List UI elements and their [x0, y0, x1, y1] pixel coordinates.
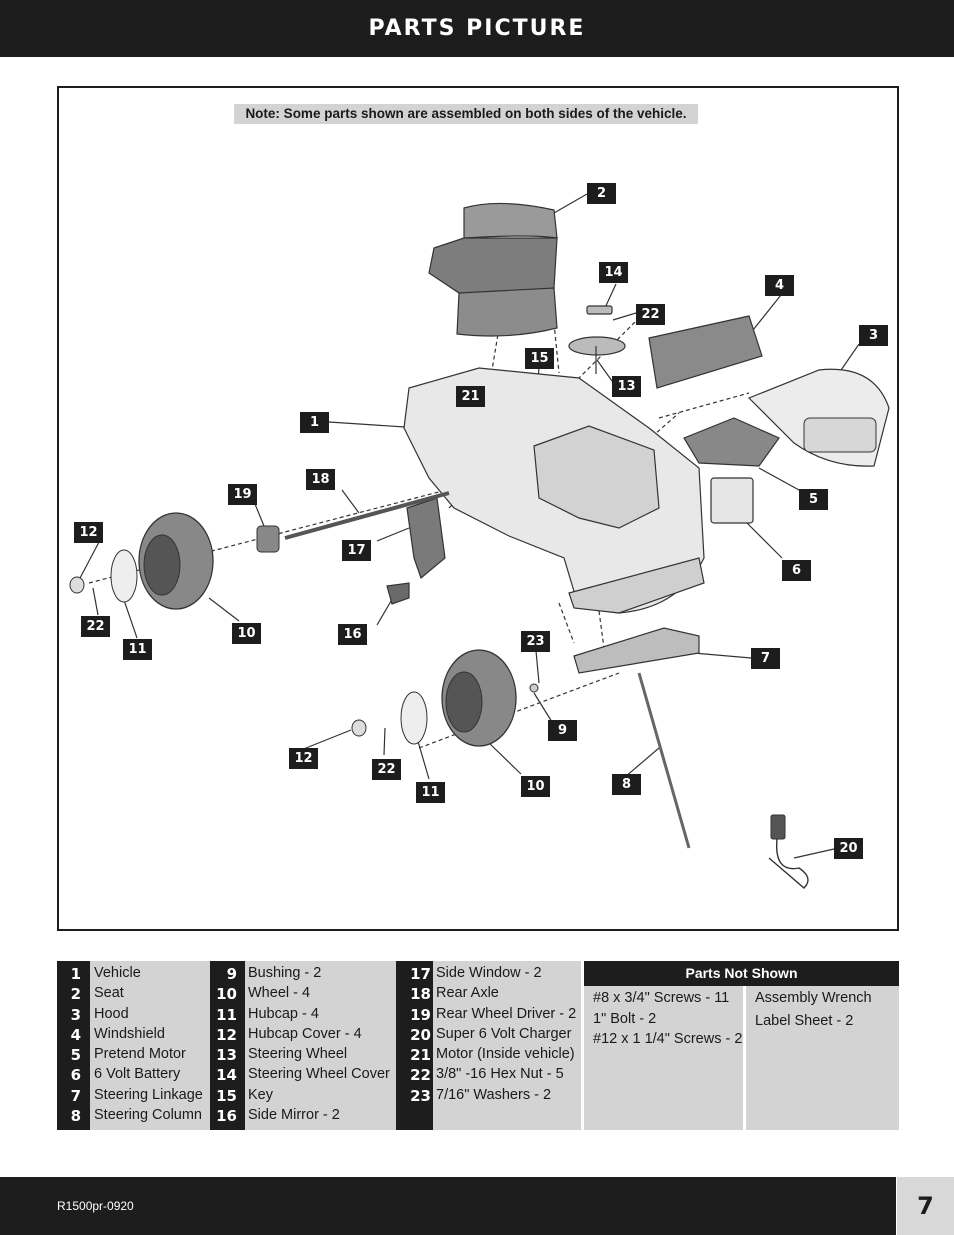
part-name: Steering Wheel Cover [248, 1066, 390, 1082]
parts-not-shown-left [584, 986, 743, 1130]
callout-20: 20 [834, 838, 863, 859]
callout-10: 10 [521, 776, 550, 797]
parts-col3-names [433, 961, 581, 1130]
callout-8: 8 [612, 774, 641, 795]
document-code: R1500pr-0920 [57, 1199, 134, 1213]
part-number: 16 [216, 1107, 237, 1125]
part-name: Steering Wheel [248, 1046, 348, 1062]
part-number: 19 [410, 1006, 431, 1024]
part-number: 6 [70, 1066, 81, 1084]
parts-not-shown-item: 1" Bolt - 2 [593, 1011, 657, 1027]
parts-not-shown-item: #12 x 1 1/4" Screws - 2 [593, 1031, 743, 1047]
part-number: 11 [216, 1006, 237, 1024]
part-name: Hubcap - 4 [248, 1006, 319, 1022]
callout-12: 12 [74, 522, 103, 543]
part-name: Vehicle [94, 965, 141, 981]
callout-21: 21 [456, 386, 485, 407]
callout-18: 18 [306, 469, 335, 490]
part-name: Windshield [94, 1026, 165, 1042]
callout-11: 11 [416, 782, 445, 803]
callout-7: 7 [751, 648, 780, 669]
parts-not-shown-right [746, 986, 899, 1130]
callout-15: 15 [525, 348, 554, 369]
callout-13: 13 [612, 376, 641, 397]
part-number: 13 [216, 1046, 237, 1064]
callout-3: 3 [859, 325, 888, 346]
callout-2: 2 [587, 183, 616, 204]
part-number: 3 [70, 1006, 81, 1024]
part-number: 8 [70, 1107, 81, 1125]
part-name: 6 Volt Battery [94, 1066, 181, 1082]
part-name: Rear Axle [436, 985, 499, 1001]
page-header: PARTS PICTURE [0, 0, 954, 57]
part-name: Side Mirror - 2 [248, 1107, 340, 1123]
callout-6: 6 [782, 560, 811, 581]
part-name: Side Window - 2 [436, 965, 542, 981]
part-name: Motor (Inside vehicle) [436, 1046, 575, 1062]
parts-col2-numbers [210, 961, 245, 1130]
callout-5: 5 [799, 489, 828, 510]
part-number: 10 [216, 985, 237, 1003]
callout-22: 22 [636, 304, 665, 325]
callout-4: 4 [765, 275, 794, 296]
part-number: 12 [216, 1026, 237, 1044]
callout-11: 11 [123, 639, 152, 660]
exploded-view-illustration [69, 193, 890, 889]
part-number: 17 [410, 965, 431, 983]
parts-list: 1 Vehicle 2 Seat 3 Hood 4 Windshield 5 P… [57, 961, 899, 1130]
callout-12: 12 [289, 748, 318, 769]
parts-col1-names [90, 961, 210, 1130]
part-name: Steering Column [94, 1107, 202, 1123]
callout-16: 16 [338, 624, 367, 645]
page-title: PARTS PICTURE [368, 16, 586, 41]
part-number: 2 [70, 985, 81, 1003]
part-name: 3/8" -16 Hex Nut - 5 [436, 1066, 564, 1082]
part-number: 7 [70, 1087, 81, 1105]
part-number: 4 [70, 1026, 81, 1044]
part-name: Hubcap Cover - 4 [248, 1026, 362, 1042]
part-number: 15 [216, 1087, 237, 1105]
part-name: Pretend Motor [94, 1046, 186, 1062]
parts-not-shown-item: Assembly Wrench [755, 990, 872, 1006]
part-number: 5 [70, 1046, 81, 1064]
parts-diagram: Note: Some parts shown are assembled on … [57, 86, 899, 931]
part-number: 22 [410, 1066, 431, 1084]
part-name: 7/16" Washers - 2 [436, 1087, 552, 1103]
part-name: Wheel - 4 [248, 985, 311, 1001]
parts-col1-numbers [57, 961, 90, 1130]
part-number: 9 [226, 965, 237, 983]
parts-not-shown-item: Label Sheet - 2 [755, 1013, 854, 1029]
page-footer: R1500pr-0920 [0, 1177, 896, 1235]
part-name: Steering Linkage [94, 1087, 203, 1103]
part-number: 20 [410, 1026, 431, 1044]
parts-not-shown-title: Parts Not Shown [584, 961, 899, 986]
page-number: 7 [897, 1177, 954, 1235]
callout-23: 23 [521, 631, 550, 652]
parts-col3-numbers [396, 961, 433, 1130]
callout-1: 1 [300, 412, 329, 433]
part-name: Hood [94, 1006, 129, 1022]
part-name: Bushing - 2 [248, 965, 322, 981]
part-number: 18 [410, 985, 431, 1003]
parts-col2-names [245, 961, 396, 1130]
callout-9: 9 [548, 720, 577, 741]
part-number: 21 [410, 1046, 431, 1064]
callout-14: 14 [599, 262, 628, 283]
part-name: Seat [94, 985, 124, 1001]
callout-22: 22 [372, 759, 401, 780]
callout-19: 19 [228, 484, 257, 505]
diagram-note: Note: Some parts shown are assembled on … [234, 104, 698, 124]
part-name: Rear Wheel Driver - 2 [436, 1006, 577, 1022]
callout-22: 22 [81, 616, 110, 637]
callout-10: 10 [232, 623, 261, 644]
part-name: Super 6 Volt Charger [436, 1026, 572, 1042]
part-number: 1 [70, 965, 81, 983]
parts-not-shown-item: #8 x 3/4" Screws - 11 [593, 990, 730, 1006]
part-number: 23 [410, 1087, 431, 1105]
part-number: 14 [216, 1066, 237, 1084]
callout-17: 17 [342, 540, 371, 561]
part-name: Key [248, 1087, 273, 1103]
